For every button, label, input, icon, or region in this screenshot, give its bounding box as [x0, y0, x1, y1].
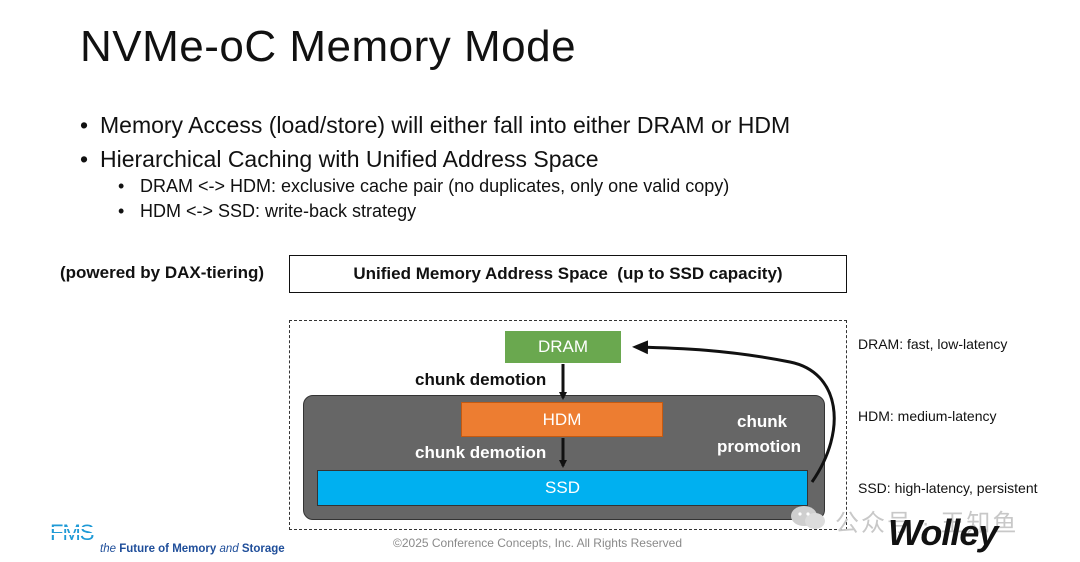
svg-text:FMS: FMS — [50, 520, 94, 545]
hdm-tier: HDM — [461, 402, 663, 437]
bullet-memory-access: Memory Access (load/store) will either f… — [80, 112, 790, 139]
hdm-description: HDM: medium-latency — [858, 408, 997, 424]
unified-address-space-box: Unified Memory Address Space (up to SSD … — [289, 255, 847, 293]
fms-logo-icon: FMS — [50, 520, 112, 545]
bullet-hierarchical-caching: Hierarchical Caching with Unified Addres… — [80, 146, 599, 173]
chunk-promotion-label-line2: promotion — [717, 437, 802, 456]
fms-tagline: the Future of Memory and Storage — [100, 543, 285, 555]
dram-description: DRAM: fast, low-latency — [858, 336, 1008, 352]
copyright-text: ©2025 Conference Concepts, Inc. All Righ… — [393, 536, 682, 550]
powered-by-label: (powered by DAX-tiering) — [60, 263, 265, 282]
memory-hierarchy-frame — [289, 320, 847, 530]
ssd-description: SSD: high-latency, persistent — [858, 480, 1038, 496]
watermark-text: 公众号 · 王知鱼 — [835, 510, 1019, 537]
chunk-promotion-label-line1: chunk — [737, 412, 788, 431]
chunk-demotion-label-lower: chunk demotion — [415, 443, 547, 462]
wechat-icon — [791, 506, 825, 529]
wolley-logo: Wolley — [888, 512, 998, 553]
chunk-demotion-label-upper: chunk demotion — [415, 370, 547, 389]
ssd-tier: SSD — [317, 470, 808, 506]
subbullet-dram-hdm: DRAM <-> HDM: exclusive cache pair (no d… — [118, 176, 729, 197]
subbullet-hdm-ssd: HDM <-> SSD: write-back strategy — [118, 201, 416, 222]
promotion-arrow-ssd-dram — [632, 340, 836, 483]
dram-tier: DRAM — [505, 331, 621, 363]
slide-title: NVMe-oC Memory Mode — [80, 22, 577, 71]
